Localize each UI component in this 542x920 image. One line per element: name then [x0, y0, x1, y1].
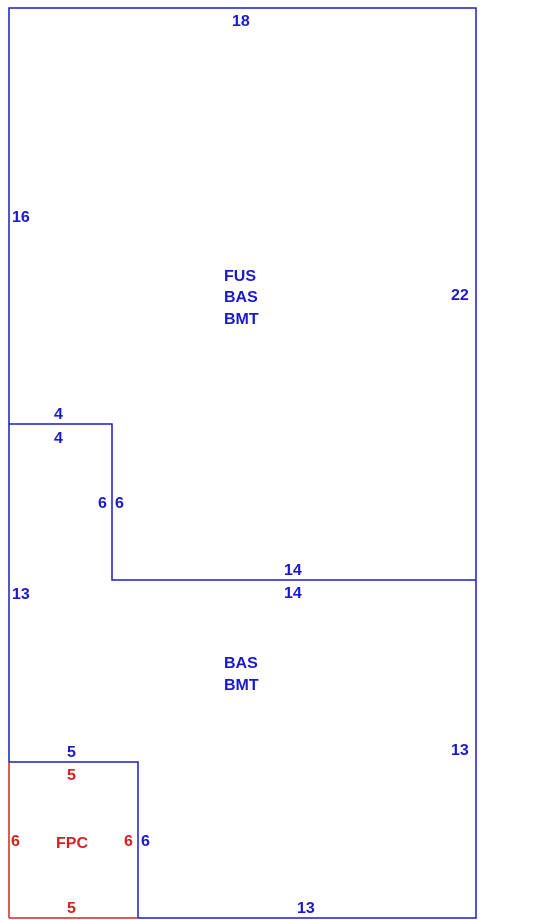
- dim-notch-side-left: 6: [98, 495, 107, 512]
- dim-corner-right-inner: 6: [124, 833, 133, 850]
- upper-area-code-2: BAS: [224, 289, 258, 306]
- corner-area-code: FPC: [56, 835, 88, 852]
- dim-divider-upper: 14: [284, 562, 302, 579]
- dim-divider-lower: 14: [284, 585, 302, 602]
- dim-notch-top-inner: 4: [54, 430, 63, 447]
- dim-corner-right-outer: 6: [141, 833, 150, 850]
- lower-area-code-2: BMT: [224, 677, 259, 694]
- upper-area-code-1: FUS: [224, 268, 256, 285]
- dim-corner-top-inner: 5: [67, 767, 76, 784]
- dim-lower-left: 13: [12, 586, 30, 603]
- lower-area-code-1: BAS: [224, 655, 258, 672]
- dim-upper-right: 22: [451, 287, 469, 304]
- dim-corner-top-outer: 5: [67, 744, 76, 761]
- dim-notch-side-right: 6: [115, 495, 124, 512]
- dim-upper-top: 18: [232, 13, 250, 30]
- upper-area-outline: [8, 7, 477, 580]
- dim-corner-bottom: 5: [67, 900, 76, 917]
- dim-upper-left: 16: [12, 209, 30, 226]
- notch-outline: [9, 423, 476, 581]
- lower-area-outline: [8, 424, 477, 919]
- dim-notch-top-outer: 4: [54, 406, 63, 423]
- dim-lower-right: 13: [451, 742, 469, 759]
- dim-lower-bottom: 13: [297, 900, 315, 917]
- upper-area-code-3: BMT: [224, 311, 259, 328]
- dim-corner-left: 6: [11, 833, 20, 850]
